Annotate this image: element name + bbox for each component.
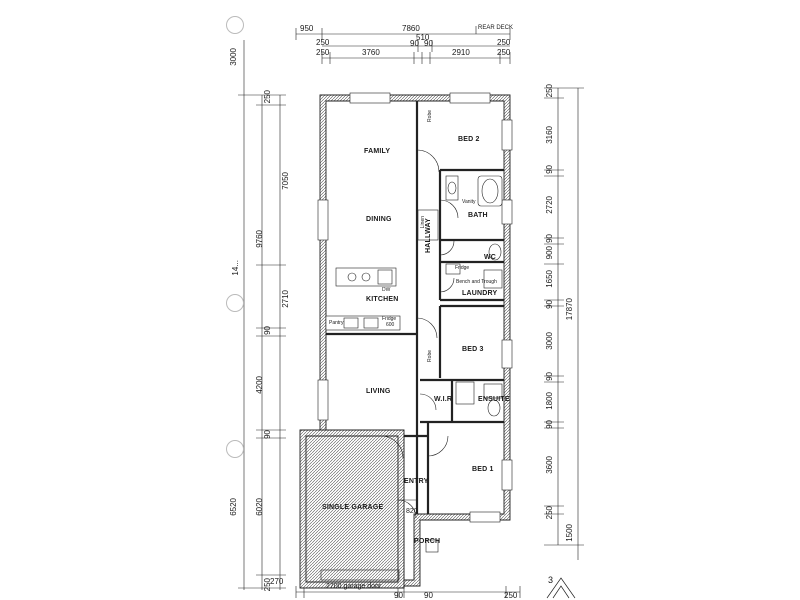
dim-left-overall: 14...	[231, 260, 240, 276]
robe-bed3-label: Robe	[427, 350, 433, 362]
fixtures	[325, 175, 503, 553]
room-bed1: BED 1	[472, 466, 494, 473]
dim-row3-c: 90	[410, 39, 419, 48]
dim-row3-b: 3760	[362, 48, 380, 57]
room-entry: ENTRY	[404, 478, 429, 485]
room-wir: W.I.R	[434, 396, 453, 403]
dim-row2-a: 250	[316, 38, 330, 47]
room-kitchen: KITCHEN	[366, 296, 399, 303]
punch-hole-lower	[226, 440, 244, 458]
page-number: 3	[548, 575, 554, 585]
dim-bottom-4: 250	[504, 591, 518, 600]
dim-left-inner-1: 9760	[255, 230, 264, 248]
doors	[320, 149, 459, 581]
dim-right-overall: 17870	[565, 298, 574, 321]
rear-deck-label: REAR DECK	[478, 25, 514, 31]
dim-left-4: 90	[263, 326, 272, 335]
dim-right-7: 1650	[545, 270, 554, 288]
room-wc: WC	[484, 254, 497, 261]
dim-right-13: 3600	[545, 456, 554, 474]
dim-bottom-1: 270	[270, 577, 284, 586]
room-laundry: LAUNDRY	[462, 290, 498, 297]
dim-left-6: 90	[263, 430, 272, 439]
dim-right-14: 250	[545, 506, 554, 520]
room-bath: BATH	[468, 212, 488, 219]
room-living: LIVING	[366, 388, 391, 395]
punch-hole-middle	[226, 294, 244, 312]
dim-right-4: 2720	[545, 196, 554, 214]
linen-label: Linen	[420, 216, 426, 229]
dim-left-2: 7050	[281, 172, 290, 190]
oven-label: 600	[386, 322, 395, 328]
room-porch: PORCH	[414, 538, 441, 545]
room-family: FAMILY	[364, 148, 391, 155]
garage-door-label: 2700 garage door	[326, 583, 382, 590]
dim-row3-d: 90	[424, 39, 433, 48]
dim-right-6: 900	[545, 246, 554, 260]
dim-right-8: 90	[545, 300, 554, 309]
dimension-lines-right	[544, 87, 584, 560]
room-bed3: BED 3	[462, 346, 484, 353]
dimension-lines-left	[238, 40, 286, 590]
dim-row3-e: 2910	[452, 48, 470, 57]
stove-label: DW	[382, 287, 391, 293]
dim-right-5: 90	[545, 234, 554, 243]
room-ensuite: ENSUITE	[478, 396, 510, 403]
fridge-label: Fridge	[455, 265, 470, 271]
fridge-space-label: Fridge	[382, 316, 397, 322]
dim-left-inner-2: 6020	[255, 498, 264, 516]
dim-right-3: 90	[545, 165, 554, 174]
dim-top-left-offset: 950	[300, 24, 314, 33]
dim-left-7: 6520	[229, 498, 238, 516]
dim-right-9: 3000	[545, 332, 554, 350]
dim-right-15: 1500	[565, 524, 574, 542]
room-single-garage: SINGLE GARAGE	[322, 504, 384, 511]
room-bed2: BED 2	[458, 136, 480, 143]
dim-row3-a: 250	[316, 48, 330, 57]
dim-right-10: 90	[545, 372, 554, 381]
external-walls	[299, 94, 511, 589]
dim-right-2: 3160	[545, 126, 554, 144]
dim-bottom-2: 90	[394, 591, 403, 600]
dim-left-1: 250	[263, 90, 272, 104]
dim-right-1: 250	[545, 84, 554, 98]
dimension-lines-top	[295, 26, 511, 64]
robe-bed2-label: Robe	[427, 110, 433, 122]
dimension-lines-bottom	[295, 586, 521, 598]
dim-left-3: 2710	[281, 290, 290, 308]
room-dining: DINING	[366, 216, 392, 223]
dim-row2-c: 250	[497, 38, 511, 47]
corner-mark-icon	[546, 577, 576, 599]
dim-bottom-3: 90	[424, 591, 433, 600]
room-hallway: HALLWAY	[425, 218, 432, 253]
room-pantry: Pantry	[329, 320, 344, 326]
dim-right-12: 90	[545, 420, 554, 429]
punch-hole-top	[226, 16, 244, 34]
windows	[317, 92, 513, 523]
dim-top-overall: 7860	[402, 24, 420, 33]
vanity-label: Vanity	[462, 199, 476, 205]
laundry-trough-label: Bench and Trough	[456, 279, 497, 285]
dim-left-top-gap: 3000	[229, 48, 238, 66]
dim-row2-b: 510	[416, 33, 430, 42]
dim-left-5: 4200	[255, 376, 264, 394]
dim-row3-f: 250	[497, 48, 511, 57]
entry-width-label: 820	[406, 508, 418, 515]
dim-right-11: 1800	[545, 392, 554, 410]
